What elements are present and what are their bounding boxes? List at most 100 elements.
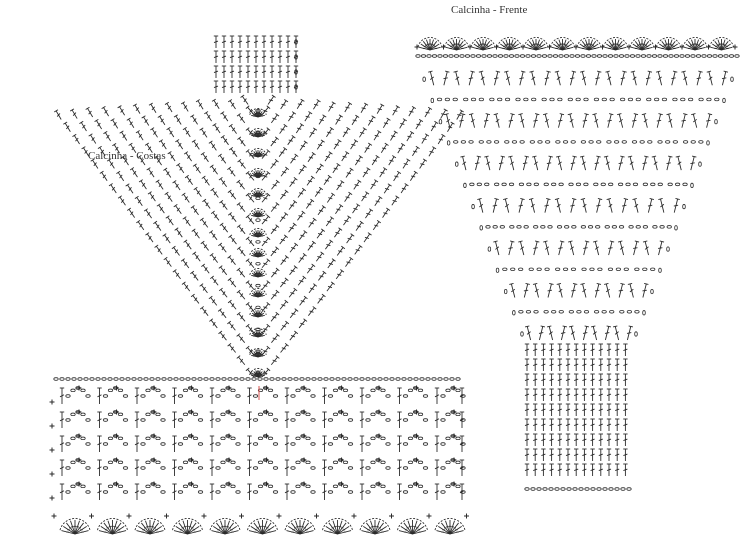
chain-symbol	[53, 377, 59, 381]
double-crochet-symbol	[227, 320, 236, 331]
double-crochet-symbol	[290, 153, 299, 164]
double-crochet-symbol	[651, 155, 658, 171]
chain-symbol	[601, 310, 607, 314]
chain-symbol	[269, 377, 275, 381]
chain-symbol	[83, 377, 89, 381]
chain-symbol	[634, 267, 640, 272]
double-crochet-symbol	[594, 155, 601, 171]
chain-symbol	[290, 466, 296, 470]
chain-symbol	[614, 140, 620, 144]
chain-symbol	[554, 487, 560, 491]
double-crochet-symbol	[210, 210, 220, 221]
chain-symbol	[485, 225, 491, 229]
chain-symbol	[657, 182, 663, 187]
double-crochet-symbol	[213, 65, 219, 78]
chain-symbol	[117, 412, 124, 417]
chain-symbol	[417, 412, 424, 417]
double-crochet-symbol	[630, 70, 637, 86]
back-waistband-strip	[213, 35, 299, 93]
chain-symbol	[478, 97, 484, 102]
double-crochet-symbol	[284, 459, 290, 476]
chain-symbol	[80, 412, 86, 417]
chain-symbol	[568, 182, 574, 187]
double-crochet-symbol	[270, 113, 280, 124]
double-crochet-symbol	[155, 179, 164, 190]
chain-symbol	[487, 246, 492, 252]
double-crochet-symbol	[335, 203, 344, 215]
double-crochet-symbol	[261, 214, 271, 225]
single-crochet-symbol	[653, 44, 658, 50]
double-crochet-symbol	[306, 175, 315, 186]
double-crochet-symbol	[434, 459, 440, 476]
chain-symbol	[449, 377, 455, 381]
double-crochet-symbol	[681, 70, 688, 86]
double-crochet-symbol	[453, 70, 460, 86]
double-crochet-symbol	[459, 483, 465, 500]
double-crochet-symbol	[253, 35, 259, 48]
chain-symbol	[230, 460, 236, 465]
chain-symbol	[460, 140, 466, 144]
single-crochet-symbol	[547, 44, 552, 50]
chain-symbol	[541, 97, 547, 102]
chain-symbol	[365, 466, 371, 470]
chain-symbol	[131, 377, 137, 381]
chain-symbol	[536, 487, 542, 491]
chain-symbol	[657, 140, 663, 144]
double-crochet-symbol	[53, 109, 62, 120]
chain-symbol	[101, 377, 107, 381]
single-crochet-symbol	[573, 44, 579, 50]
double-crochet-symbol	[204, 111, 212, 122]
double-crochet-symbol	[596, 198, 603, 213]
double-crochet-symbol	[434, 483, 440, 500]
double-crochet-symbol	[269, 80, 275, 93]
chain-symbol	[508, 54, 515, 58]
chain-symbol	[299, 377, 305, 381]
double-crochet-symbol	[598, 418, 603, 431]
chain-symbol	[197, 418, 204, 422]
chain-symbol	[155, 377, 161, 381]
double-crochet-symbol	[308, 306, 317, 316]
chain-symbol	[560, 487, 566, 491]
double-crochet-symbol	[632, 198, 639, 213]
double-crochet-symbol	[245, 65, 251, 78]
chain-symbol	[442, 54, 449, 58]
double-crochet-symbol	[623, 358, 628, 371]
chain-symbol	[419, 377, 425, 381]
chain-symbol	[530, 487, 536, 491]
single-crochet-symbol	[201, 513, 207, 519]
double-crochet-symbol	[245, 149, 255, 159]
chain-symbol	[659, 225, 665, 229]
single-crochet-symbol	[76, 481, 82, 487]
double-crochet-symbol	[541, 358, 546, 371]
double-crochet-symbol	[544, 70, 551, 86]
double-crochet-symbol	[190, 293, 200, 304]
chain-symbol	[523, 97, 529, 102]
chain-symbol	[583, 310, 590, 314]
chain-symbol	[402, 442, 409, 446]
double-crochet-symbol	[175, 139, 184, 150]
double-crochet-symbol	[363, 232, 372, 243]
chain-symbol	[185, 377, 191, 381]
double-crochet-symbol	[557, 113, 565, 128]
chain-symbol	[566, 487, 572, 491]
double-crochet-symbol	[519, 70, 526, 86]
double-crochet-symbol	[227, 277, 237, 288]
double-crochet-symbol	[508, 113, 515, 128]
chain-symbol	[608, 487, 614, 491]
spine-fan	[249, 348, 267, 358]
double-crochet-symbol	[478, 70, 485, 86]
double-crochet-symbol	[237, 65, 243, 78]
chain-symbol	[332, 388, 339, 393]
single-crochet-symbol	[339, 409, 344, 415]
chain-symbol	[227, 377, 233, 381]
double-crochet-symbol	[208, 230, 218, 241]
chain-symbol	[486, 140, 492, 144]
chain-symbol	[640, 54, 647, 58]
chain-symbol	[179, 377, 185, 381]
chain-symbol	[347, 466, 354, 470]
double-crochet-symbol	[162, 233, 171, 244]
chain-symbol	[658, 267, 662, 273]
chain-symbol	[515, 97, 521, 102]
double-crochet-symbol	[400, 183, 409, 194]
chain-symbol	[215, 377, 221, 381]
